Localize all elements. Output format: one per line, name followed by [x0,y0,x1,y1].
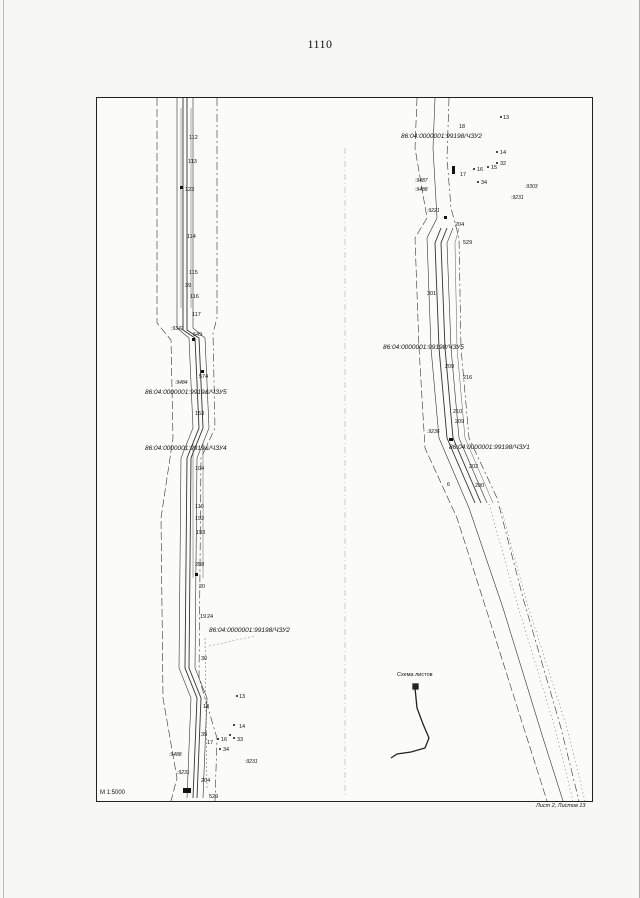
plot-label-right-zu1: 86:04:0000001:99198/ЧЗУ1 [449,444,530,451]
point-label: 216 [463,375,472,381]
point-label: 17 [207,740,213,746]
point-label: 18 [459,124,465,130]
right-outer-boundary [414,98,548,801]
plot-label-left-zu4: 86:04:0000001:9919&/ЧЗУ4 [145,445,227,452]
quarter-label: :9303 [525,184,538,190]
point-label: 14 [239,724,245,730]
point-label: 204 [455,222,464,228]
scale-label: M 1:5000 [100,790,126,796]
quarter-label: :9236 [427,429,440,435]
left-point-labels: 112 113 123 114 115 39 116 117 649 574 1… [185,135,245,800]
scheme-route [390,687,430,759]
point-label: 34 [481,180,487,186]
right-point-dots [473,116,502,183]
point-label: 204 [201,778,210,784]
left-outer-boundary [156,98,178,801]
quarter-label: :9487 [415,178,428,184]
quarter-label: :9231 [245,759,258,765]
page-number: 1110 [307,37,333,51]
sheet-scheme: Схема листов [390,672,433,759]
left-point-dots [217,695,238,750]
right-point-labels: 13 18 14 17 32 16 15 34 204 529 209 216 … [427,115,509,489]
point-label: 200 [475,483,484,489]
point-label: 17 [460,172,466,178]
point-label: 649 [193,332,202,338]
point-label: 301 [427,291,436,297]
plot-label-left-zu5: 86:04:0000001:9919&/ЧЗУ5 [145,389,227,396]
point-label: 32 [500,161,506,167]
left-inner-boundary [198,98,218,801]
point-label: 114 [187,234,196,240]
point-label: 574 [199,374,208,380]
quarter-label: :9221 [427,208,440,214]
point-label: 529 [209,794,218,800]
quarter-label: :9484 [175,380,188,386]
point-label: 33 [237,737,243,743]
plot-label-right-zu2: 86:04:0000001:99198/ЧЗУ2 [401,133,482,140]
point-label: 209 [455,419,464,425]
plot-label-right-zu5: 86:04:0000001:99198/ЧЗУ5 [383,344,464,351]
point-label: 19 [200,614,206,620]
point-label: 34 [223,747,229,753]
point-label: 529 [463,240,472,246]
point-label: 115 [189,270,198,276]
point-label: 14 [500,150,506,156]
right-feature-markers [444,166,455,441]
point-label: 192 [195,516,204,522]
point-label: 24 [207,614,213,620]
point-label: 30 [201,656,207,662]
point-label: 202 [469,464,478,470]
point-label: 104 [195,466,204,472]
point-label: 209 [445,364,454,370]
point-label: 6 [447,482,450,488]
point-label: 13 [503,115,509,121]
point-label: 210 [453,409,462,415]
point-label: 16 [477,167,483,173]
map-frame: 112 113 123 114 115 39 116 117 649 574 1… [96,97,593,802]
point-label: 123 [185,187,194,193]
point-label: 117 [192,312,201,318]
point-label: 193 [196,530,205,536]
sheet-label: Лист 2, Листов 13 [536,803,586,809]
point-label: 15 [491,165,497,171]
point-label: 112 [189,135,198,141]
quarter-label: :9488 [415,187,428,193]
quarter-label: :9231 [511,195,524,201]
scheme-title: Схема листов [397,672,433,678]
quarter-label: :9231 [177,770,190,776]
cadastral-map: 112 113 123 114 115 39 116 117 649 574 1… [145,98,586,801]
point-label: 110 [195,504,204,510]
point-label: 16 [221,737,227,743]
right-corridor [414,98,586,801]
plot-label-left-zu2: 86:04:0000001:99198/ЧЗУ2 [209,627,290,634]
point-label: 153 [195,411,204,417]
quarter-label: :9488 [169,752,182,758]
quarter-label: :9342 [171,326,184,332]
left-corridor [156,98,218,801]
left-feature-markers [180,186,204,793]
point-label: 13 [239,694,245,700]
point-label: 39 [185,283,191,289]
page-edge-left [3,0,4,898]
point-label: 18 [203,704,209,710]
point-label: 20 [199,584,205,590]
point-label: 288 [195,562,204,568]
right-inner-boundary [446,98,580,801]
point-label: 39 [201,732,207,738]
point-label: 113 [188,159,197,165]
point-label: 116 [190,294,199,300]
